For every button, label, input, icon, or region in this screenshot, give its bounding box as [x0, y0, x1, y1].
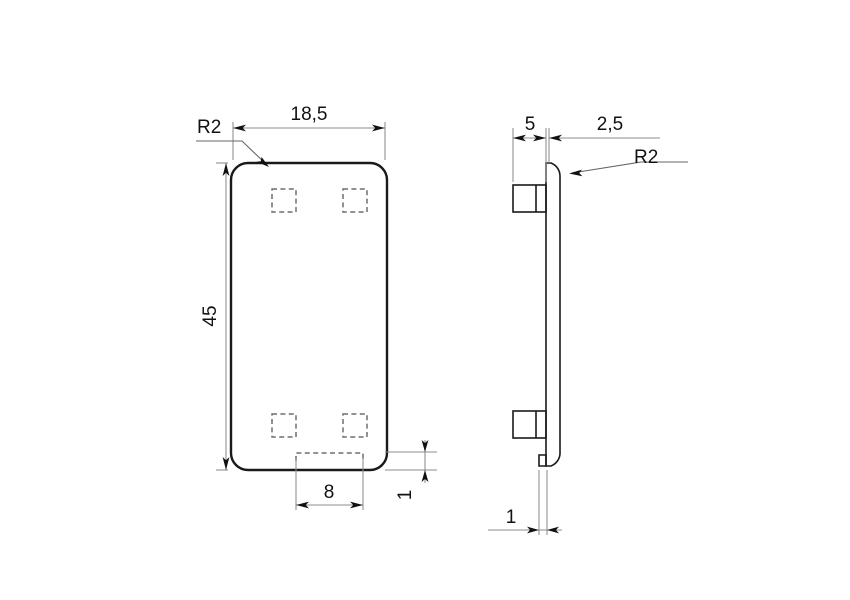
- side-view-tab-upper: [512, 184, 547, 213]
- tab-outline: [512, 410, 547, 439]
- hidden-bottom-slot: [295, 452, 364, 461]
- side-view: 5 2,5 R2 1: [488, 114, 688, 535]
- radius-label-side: R2: [634, 147, 658, 168]
- dimension-label-depth: 1: [395, 490, 416, 501]
- arrowhead-right: [350, 501, 363, 509]
- dimension-depth-1: 1: [385, 440, 437, 500]
- leader-arrowhead: [569, 169, 583, 177]
- hidden-tab-bottom-right: [342, 413, 368, 438]
- radius-label-front: R2: [197, 117, 221, 138]
- arrowhead-lower: [421, 470, 429, 482]
- hidden-tab-top-right: [342, 188, 368, 213]
- dimension-thickness-2-5: 2,5: [548, 114, 660, 163]
- dimension-label-bottom: 1: [506, 507, 517, 528]
- leader-line: [196, 140, 268, 166]
- dimension-height-45: 45: [200, 162, 230, 471]
- dimension-bottom-1: 1: [488, 470, 562, 535]
- arrowhead-right: [533, 134, 546, 142]
- arrowhead-right: [547, 526, 559, 534]
- arrowhead-left: [296, 501, 309, 509]
- tab-outline: [512, 184, 547, 213]
- arrowhead-bottom: [222, 457, 230, 470]
- arrowhead-upper: [421, 440, 429, 452]
- arrowhead-left: [233, 124, 246, 132]
- leader-line: [571, 161, 688, 174]
- hidden-tab-top-left: [271, 188, 297, 213]
- side-view-tab-lower: [512, 410, 547, 439]
- dimension-label-tab: 5: [525, 114, 536, 135]
- dimension-label-thickness: 2,5: [597, 114, 623, 135]
- dimension-tab-5: 5: [512, 114, 547, 182]
- side-view-bottom-notch: [538, 454, 547, 467]
- leader-arrowhead: [256, 157, 269, 167]
- arrowhead-top: [222, 163, 230, 176]
- arrowhead-left: [513, 134, 526, 142]
- arrowhead-left: [527, 526, 539, 534]
- radius-callout-side: R2: [569, 147, 688, 177]
- front-view-outline: [229, 161, 389, 472]
- arrowhead-left: [549, 134, 562, 142]
- hidden-tab-bottom-left: [271, 413, 297, 438]
- dimension-width-18-5: 18,5: [232, 104, 386, 160]
- dimension-label-width: 18,5: [291, 104, 328, 125]
- arrowhead-right: [372, 124, 385, 132]
- dimension-label-slot: 8: [324, 482, 335, 503]
- front-view: 18,5 45 R2: [196, 104, 437, 510]
- dimension-slot-8: 8: [295, 458, 364, 510]
- dimension-label-height: 45: [200, 305, 221, 326]
- side-view-plate-outline: [545, 162, 561, 467]
- radius-callout-front: R2: [196, 117, 269, 167]
